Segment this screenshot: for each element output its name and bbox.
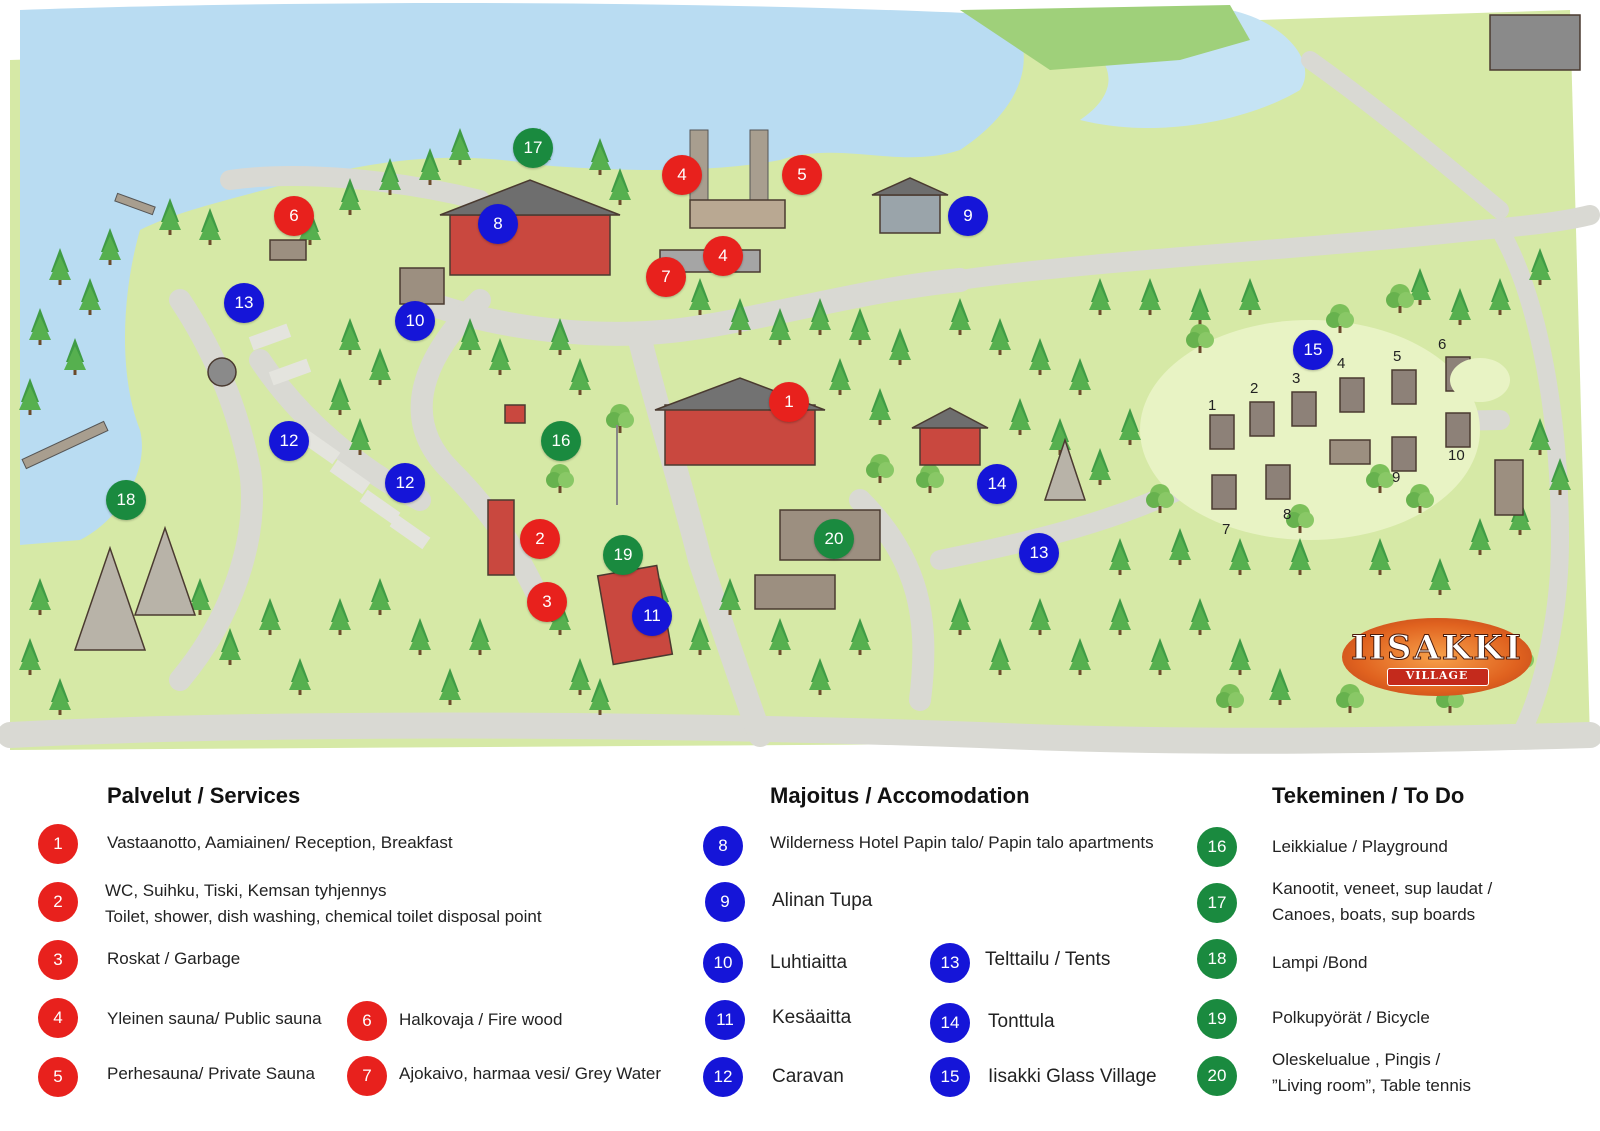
legend-label: Tonttula [988,1011,1055,1032]
legend-badge: 7 [347,1056,387,1096]
legend-badge: 9 [705,882,745,922]
glass-cabin-number: 9 [1392,469,1401,486]
glass-cabin-number: 6 [1438,336,1447,353]
glass-cabin-number: 5 [1393,348,1402,365]
legend-badge: 3 [38,940,78,980]
legend-label: Polkupyörät / Bicycle [1272,1008,1430,1027]
glass-cabin-number: 2 [1250,380,1259,397]
marker-playground[interactable]: 16 [541,421,581,461]
glass-cabin-number: 10 [1448,447,1465,464]
legend-label: Caravan [772,1066,844,1087]
legend-badge: 13 [930,943,970,983]
legend-label: Yleinen sauna/ Public sauna [107,1009,322,1028]
logo-sub-text: VILLAGE [1405,669,1469,682]
legend-label: WC, Suihku, Tiski, Kemsan tyhjennys [105,881,387,900]
marker-papin-talo[interactable]: 8 [478,204,518,244]
legend-label: Perhesauna/ Private Sauna [107,1064,315,1083]
marker-reception[interactable]: 1 [769,382,809,422]
legend-badge: 16 [1197,827,1237,867]
iisakki-village-logo[interactable]: IISAKKI VILLAGE [1342,612,1532,696]
legend-badge: 18 [1197,939,1237,979]
legend-label: Alinan Tupa [772,890,873,911]
legend-badge: 20 [1197,1056,1237,1096]
lake [20,3,1024,545]
marker-canoes[interactable]: 17 [513,128,553,168]
logo-ribbon [1387,668,1489,686]
legend-label: Luhtiaitta [770,952,848,973]
marker-grey-water[interactable]: 7 [646,257,686,297]
marker-bicycle[interactable]: 19 [603,535,643,575]
marker-wc[interactable]: 2 [520,519,560,559]
marker-caravan-2[interactable]: 12 [385,463,425,503]
legend-badge: 15 [930,1057,970,1097]
legend-label: Canoes, boats, sup boards [1272,905,1476,924]
legend-label: Lampi /Bond [1272,953,1368,972]
legend-label: Kesäaitta [772,1007,852,1028]
glass-cabin-number: 7 [1222,521,1231,538]
marker-alinan-tupa[interactable]: 9 [948,196,988,236]
legend-badge: 12 [703,1057,743,1097]
legend-label: Roskat / Garbage [107,949,241,968]
legend-label: Telttailu / Tents [985,949,1111,970]
legend-label: Halkovaja / Fire wood [399,1010,563,1029]
marker-living-room[interactable]: 20 [814,519,854,559]
marker-glass-village[interactable]: 15 [1293,330,1333,370]
marker-garbage[interactable]: 3 [527,582,567,622]
glass-cabin-number: 1 [1208,397,1217,414]
marker-bond[interactable]: 18 [106,480,146,520]
legend-badge: 5 [38,1057,78,1097]
marker-tents-2[interactable]: 13 [1019,533,1059,573]
marker-luhtiaitta[interactable]: 10 [395,301,435,341]
marker-tents[interactable]: 13 [224,283,264,323]
marker-public-sauna-2[interactable]: 4 [703,236,743,276]
legend-badge: 17 [1197,883,1237,923]
glass-cabin-number: 4 [1337,355,1346,372]
legend-badge: 6 [347,1001,387,1041]
legend-badge: 2 [38,882,78,922]
legend-label: Wilderness Hotel Papin talo/ Papin talo … [770,833,1154,852]
legend-label: Kanootit, veneet, sup laudat / [1272,879,1493,898]
legend-badge: 11 [705,1000,745,1040]
legend-services-title: Palvelut / Services [107,783,301,808]
legend-badge: 19 [1197,999,1237,1039]
legend-todo-title: Tekeminen / To Do [1272,783,1465,808]
legend-label: Iisakki Glass Village [988,1066,1157,1087]
legend-label: Oleskelualue , Pingis / [1272,1050,1441,1069]
map-illustration [0,3,1600,754]
glass-cabin-number: 8 [1283,506,1292,523]
legend-badge: 10 [703,943,743,983]
legend-label: Vastaanotto, Aamiainen/ Reception, Break… [107,833,453,852]
marker-public-sauna[interactable]: 4 [662,155,702,195]
legend-badge: 1 [38,824,78,864]
marker-tonttula[interactable]: 14 [977,464,1017,504]
legend-badge: 8 [703,826,743,866]
village-map[interactable]: 1 2 3 4 4 5 6 7 8 9 10 11 12 12 13 13 14… [0,0,1600,760]
glass-cabin-number: 3 [1292,370,1301,387]
legend-label: Toilet, shower, dish washing, chemical t… [105,907,542,926]
legend-label: Ajokaivo, harmaa vesi/ Grey Water [399,1064,662,1083]
legend-accommodation-title: Majoitus / Accomodation [770,783,1030,808]
marker-caravan[interactable]: 12 [269,421,309,461]
legend-badge: 14 [930,1003,970,1043]
marker-firewood[interactable]: 6 [274,196,314,236]
legend-label: ”Living room”, Table tennis [1272,1076,1472,1095]
legend-badge: 4 [38,998,78,1038]
legend-label: Leikkialue / Playground [1272,837,1448,856]
marker-kesaaitta[interactable]: 11 [632,596,672,636]
marker-private-sauna[interactable]: 5 [782,155,822,195]
logo-main-text: IISAKKI [1351,628,1523,669]
